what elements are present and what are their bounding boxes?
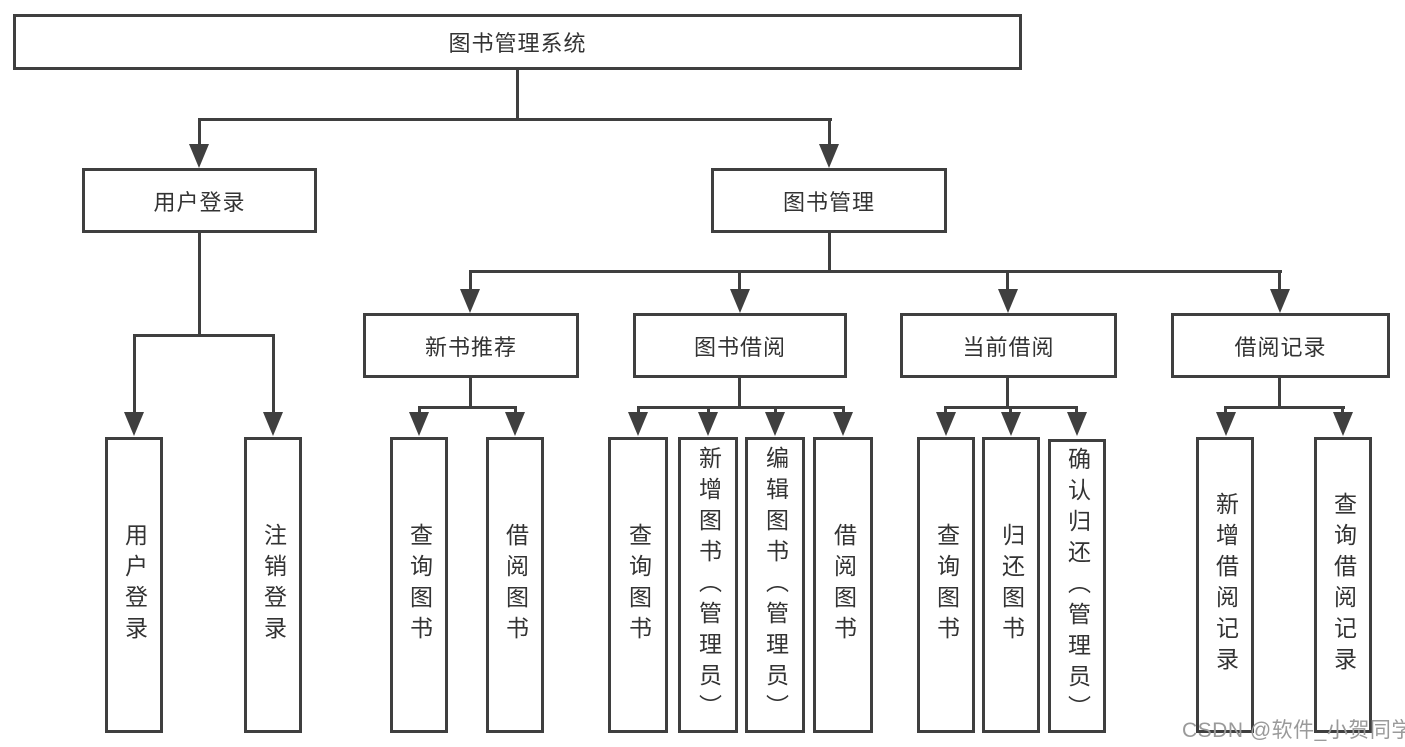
arrowhead-down: [189, 144, 209, 168]
connector-line: [842, 406, 845, 414]
leaf-borrow-books-recommend: 借阅图书: [486, 437, 544, 733]
arrowhead-down: [730, 289, 750, 313]
leaf-edit-book-admin: 编辑图书（管理员）: [745, 437, 805, 733]
connector-line: [198, 233, 201, 336]
arrowhead-down: [1333, 412, 1353, 436]
connector-line: [469, 270, 1282, 273]
node-book-management: 图书管理: [711, 168, 947, 233]
connector-line: [272, 334, 275, 414]
connector-line: [1006, 270, 1009, 290]
node-new-book-recommend: 新书推荐: [363, 313, 579, 378]
connector-line: [1006, 378, 1009, 408]
arrowhead-down: [833, 412, 853, 436]
connector-line: [133, 334, 275, 337]
node-current-borrow: 当前借阅: [900, 313, 1117, 378]
arrowhead-down: [936, 412, 956, 436]
leaf-add-borrow-record: 新增借阅记录: [1196, 437, 1254, 733]
connector-line: [1224, 406, 1227, 414]
arrowhead-down: [1001, 412, 1021, 436]
leaf-user-login: 用户登录: [105, 437, 163, 733]
connector-line: [418, 406, 421, 414]
connector-line: [198, 118, 832, 121]
connector-line: [637, 406, 845, 409]
leaf-query-borrow-record: 查询借阅记录: [1314, 437, 1372, 733]
arrowhead-down: [1216, 412, 1236, 436]
arrowhead-down: [409, 412, 429, 436]
connector-line: [198, 118, 201, 148]
leaf-borrow-books: 借阅图书: [813, 437, 873, 733]
connector-line: [1075, 406, 1078, 414]
connector-line: [738, 378, 741, 408]
connector-line: [469, 270, 472, 290]
connector-line: [133, 334, 136, 414]
connector-line: [707, 406, 710, 414]
connector-line: [1009, 406, 1012, 414]
node-borrow-records: 借阅记录: [1171, 313, 1390, 378]
leaf-confirm-return-admin: 确认归还（管理员）: [1048, 439, 1106, 733]
connector-line: [1224, 406, 1345, 409]
arrowhead-down: [124, 412, 144, 436]
arrowhead-down: [765, 412, 785, 436]
arrowhead-down: [263, 412, 283, 436]
connector-line: [637, 406, 640, 414]
arrowhead-down: [1067, 412, 1087, 436]
connector-line: [738, 270, 741, 290]
connector-line: [828, 233, 831, 272]
leaf-query-books-current: 查询图书: [917, 437, 975, 733]
connector-line: [1278, 378, 1281, 408]
connector-line: [828, 118, 831, 148]
node-book-borrow: 图书借阅: [633, 313, 847, 378]
leaf-query-books-borrow: 查询图书: [608, 437, 668, 733]
node-user-login: 用户登录: [82, 168, 317, 233]
connector-line: [469, 378, 472, 408]
arrowhead-down: [819, 144, 839, 168]
connector-line: [516, 70, 519, 120]
arrowhead-down: [505, 412, 525, 436]
csdn-watermark: CSDN @软件_小贺同学: [1182, 719, 1405, 742]
leaf-return-book: 归还图书: [982, 437, 1040, 733]
connector-line: [944, 406, 947, 414]
arrowhead-down: [698, 412, 718, 436]
leaf-add-book-admin: 新增图书（管理员）: [678, 437, 738, 733]
connector-line: [418, 406, 517, 409]
node-root-system: 图书管理系统: [13, 14, 1022, 70]
arrowhead-down: [628, 412, 648, 436]
connector-line: [774, 406, 777, 414]
connector-line: [1341, 406, 1344, 414]
leaf-logout: 注销登录: [244, 437, 302, 733]
arrowhead-down: [460, 289, 480, 313]
arrowhead-down: [998, 289, 1018, 313]
connector-line: [1278, 270, 1281, 290]
connector-line: [514, 406, 517, 414]
arrowhead-down: [1270, 289, 1290, 313]
leaf-query-books-recommend: 查询图书: [390, 437, 448, 733]
